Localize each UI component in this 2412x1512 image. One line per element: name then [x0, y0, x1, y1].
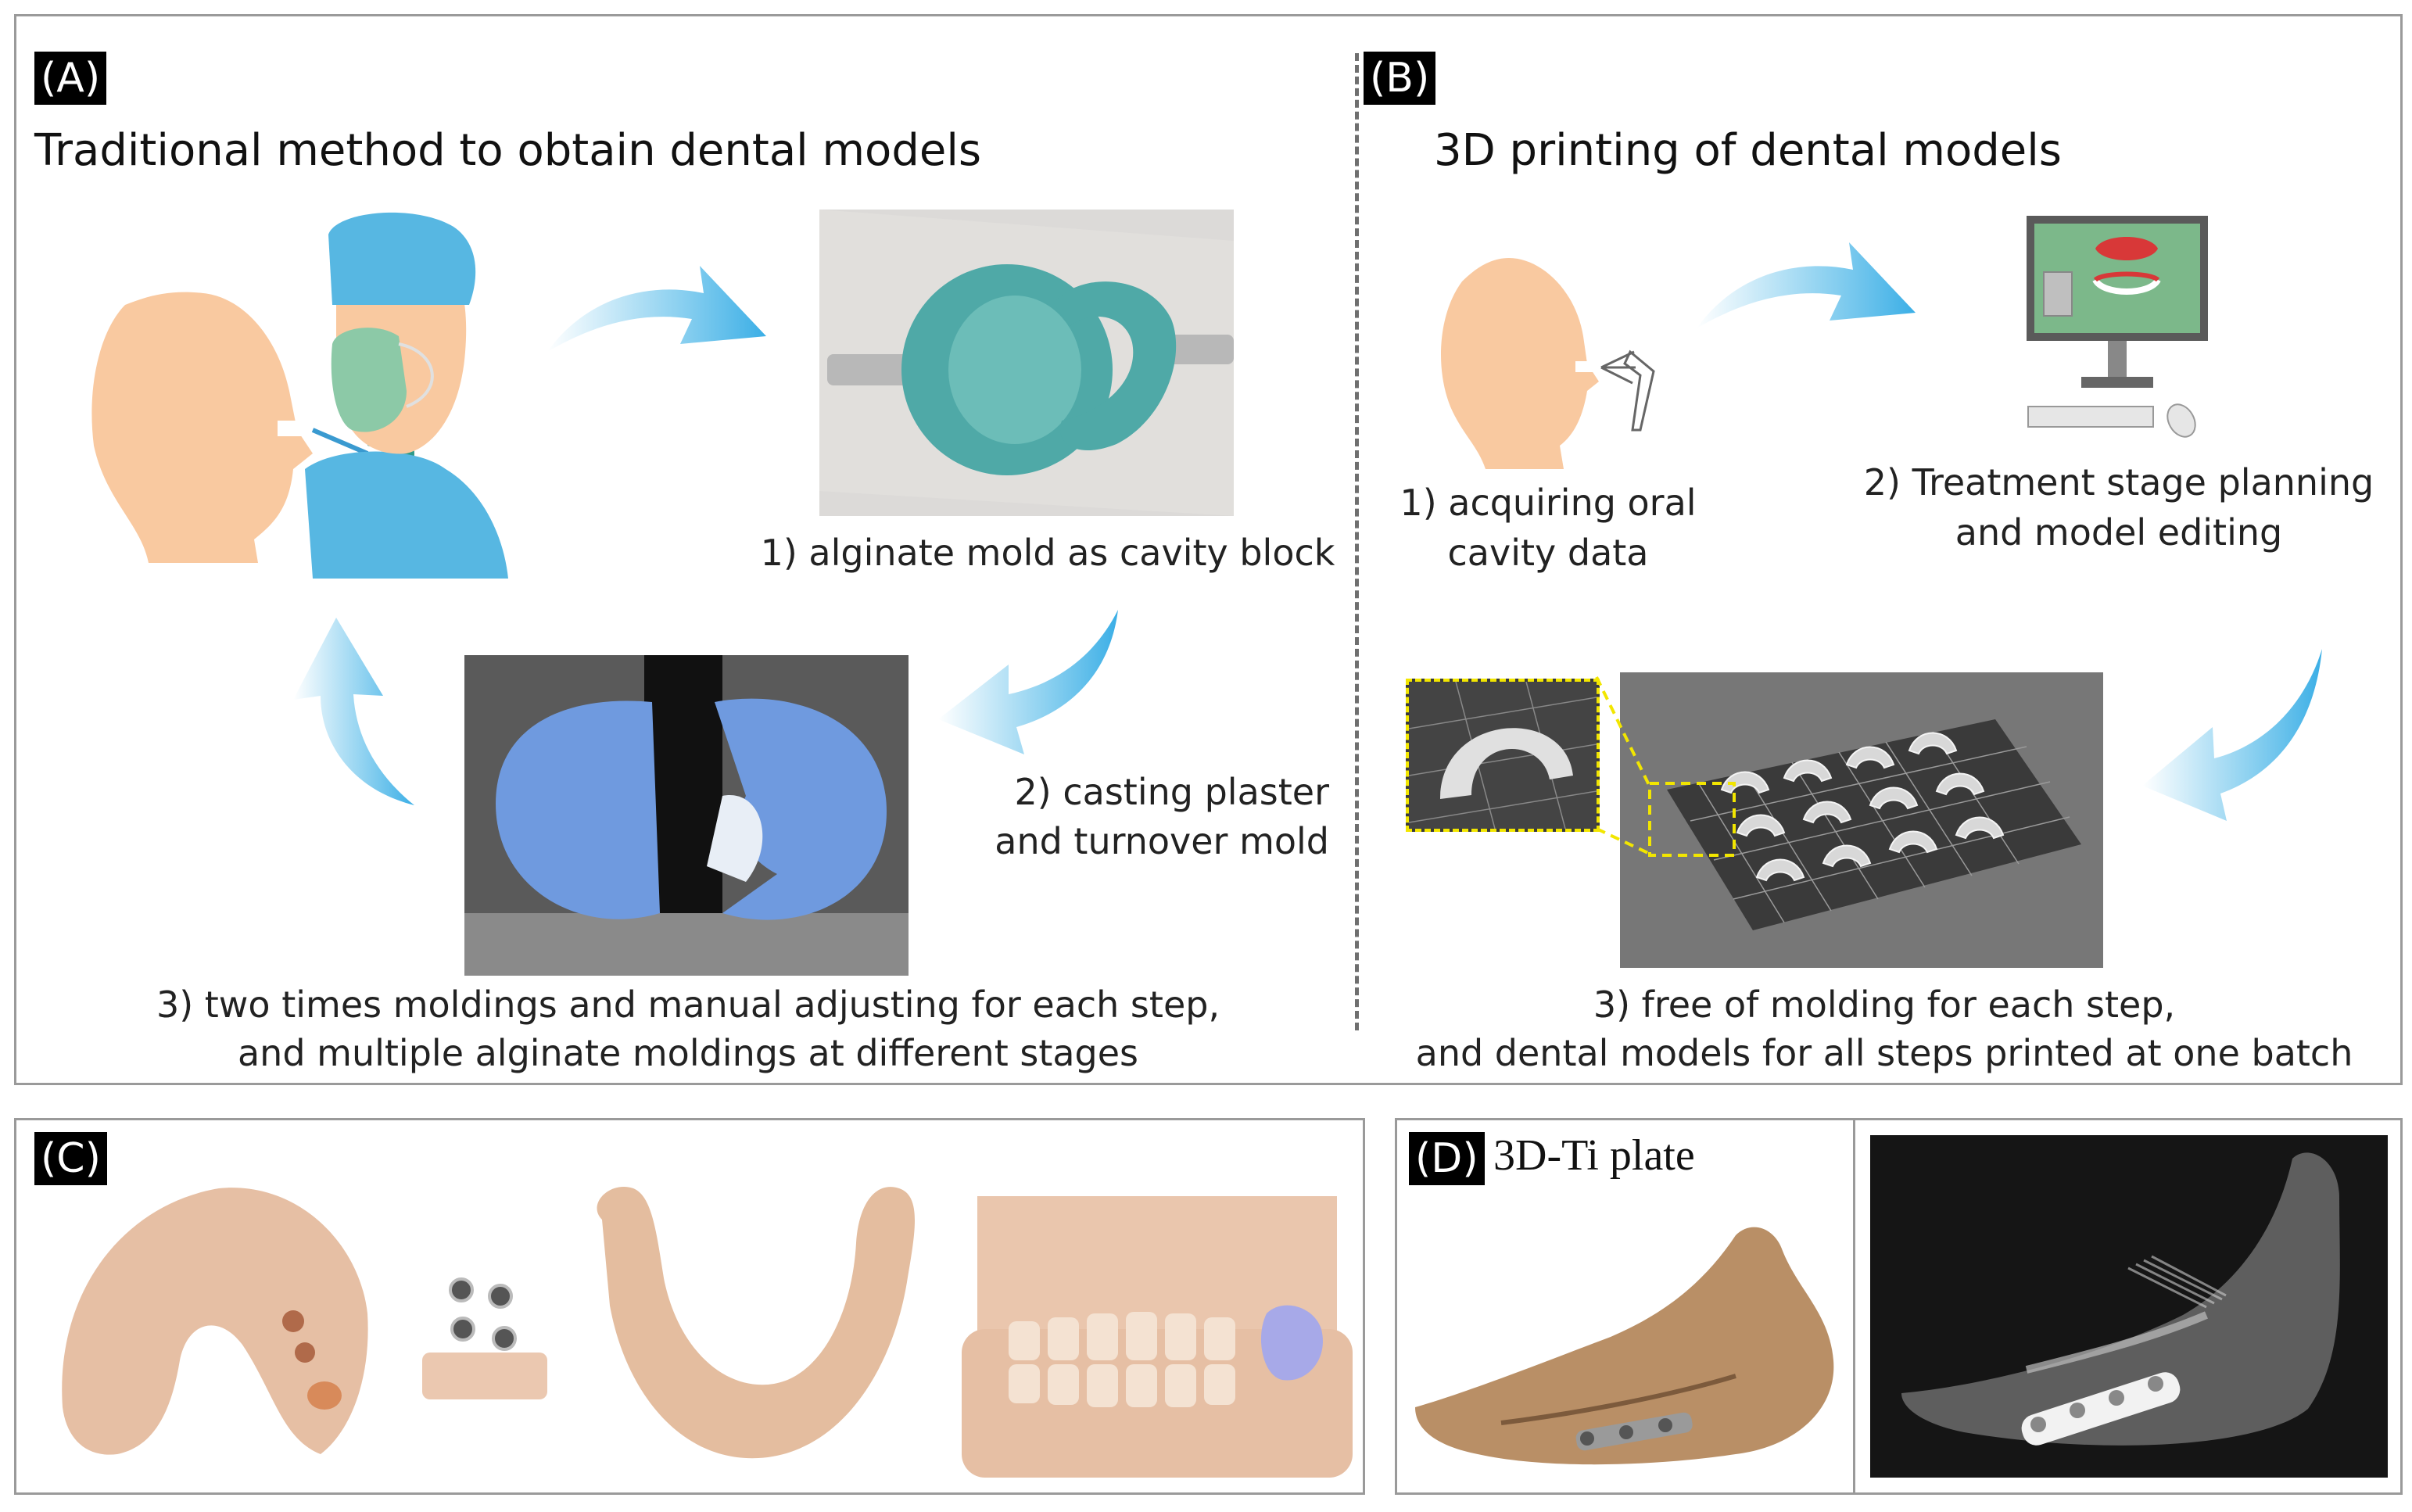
panel-divider [1355, 53, 1359, 1030]
surgical-cap [328, 212, 476, 305]
panel-a-step3-line1: 3) two times moldings and manual adjusti… [156, 984, 1220, 1026]
ti-plate-xray [2021, 1372, 2181, 1446]
patient-mouth [278, 421, 309, 436]
printed-models-render [1620, 672, 2103, 968]
panel-a-step2-line1: 2) casting plaster [1014, 771, 1329, 813]
mandible-xray-image [1870, 1135, 2388, 1478]
printed-upper-jaw-model [62, 1188, 368, 1455]
implant-sleeve-icon [449, 1277, 474, 1302]
dentist-body [305, 451, 508, 579]
arrow-a-to-mold-icon [547, 266, 766, 352]
panel-a-step3-line2: and multiple alginate moldings at differ… [237, 1032, 1139, 1074]
panel-c-tag: (C) [34, 1132, 107, 1185]
panel-b-step1-line1: 1) acquiring oral [1400, 482, 1697, 524]
intraoral-scanner-icon [1600, 349, 1655, 432]
patient-head [1441, 258, 1599, 469]
panel-b-tag: (B) [1364, 52, 1436, 105]
surgical-mask [331, 328, 407, 432]
dentist-patient-illustration [91, 212, 508, 579]
printed-full-dentition-model [962, 1196, 1353, 1478]
panel-b-step2-line2: and model editing [1955, 511, 2283, 554]
dental-model-on-screen-icon [2095, 237, 2158, 260]
zoom-connector [1595, 676, 1651, 855]
panel-b-step3-line2: and dental models for all steps printed … [1415, 1032, 2353, 1074]
panel-a-step1: 1) alginate mold as cavity block [760, 532, 1335, 574]
lower-alginate-impression [1054, 281, 1177, 451]
plaster-cast-photo [464, 655, 909, 976]
alginate-mold-photo [819, 210, 1234, 516]
panel-d-separator [1853, 1118, 1855, 1495]
keyboard [2027, 406, 2154, 428]
arrow-scan-to-planning-icon [1697, 242, 1916, 328]
intraoral-scan-illustration [1441, 258, 1655, 469]
upper-plaster-cast [496, 700, 660, 919]
lower-plaster-cast [715, 698, 887, 920]
panel-b-step3-line1: 3) free of molding for each step, [1593, 984, 2176, 1026]
panel-a-step2-line2: and turnover mold [995, 820, 1329, 862]
computer-planning-illustration [2027, 216, 2208, 438]
panel-a-title: Traditional method to obtain dental mode… [34, 125, 982, 176]
arrow-planning-to-print-icon [2142, 649, 2322, 821]
printed-lower-arch-model [597, 1187, 915, 1459]
panel-a-tag: (A) [34, 52, 107, 105]
panel-b-step2-line1: 2) Treatment stage planning [1863, 461, 2374, 503]
implant-guide-part [422, 1277, 547, 1399]
implant-crown-highlight [1260, 1305, 1323, 1381]
panel-b-title: 3D printing of dental models [1434, 125, 2062, 176]
panel-d-label: 3D-Ti plate [1493, 1131, 1695, 1180]
arrow-mold-to-plaster-icon [938, 610, 1118, 754]
panel-b-step1-line2: cavity data [1447, 532, 1649, 574]
panel-d-tag: (D) [1409, 1132, 1485, 1185]
arrow-plaster-to-patient-icon [293, 618, 414, 805]
printed-model-zoom-inset [1406, 679, 1600, 832]
patient-head [91, 292, 314, 563]
mouse [2166, 403, 2196, 438]
mandible-with-ti-plate-photo [1415, 1227, 1834, 1465]
